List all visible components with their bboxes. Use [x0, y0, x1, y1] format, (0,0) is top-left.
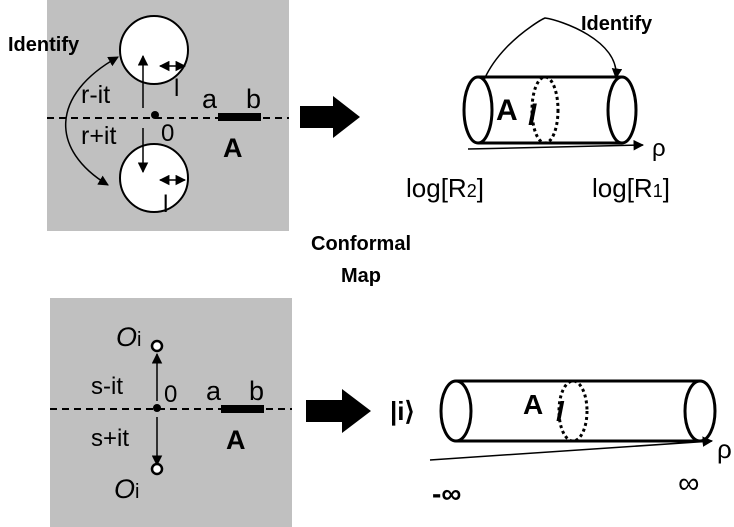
bottom-cylinder-l-label: l [556, 396, 565, 427]
bottom-A-label: A [226, 425, 246, 455]
bottom-b-label: b [249, 376, 264, 406]
top-cylinder-A-label: A [496, 94, 518, 127]
top-big-arrow [300, 96, 360, 138]
top-origin-label: 0 [161, 120, 174, 147]
top-a-label: a [202, 84, 218, 114]
bottom-origin-label: 0 [164, 381, 177, 408]
bottom-cylinder-left-cap [439, 379, 473, 443]
bottom-cylinder: |i⟩ A l ρ -∞ ∞ [390, 379, 732, 509]
top-rho-label: ρ [652, 135, 666, 162]
bottom-cylinder-cut [557, 379, 589, 443]
top-cylinder-left-cap [462, 75, 494, 145]
bottom-minus-infinity-label: -∞ [432, 478, 461, 509]
top-upper-point-label: r-it [81, 81, 110, 109]
top-log-R1-label: log[R1] [592, 173, 670, 203]
top-cylinder-l-label: l [528, 99, 537, 132]
bottom-ket-label: |i⟩ [390, 396, 415, 426]
top-origin-dot [151, 111, 159, 119]
top-b-label: b [246, 84, 261, 114]
top-cylinder-cut [530, 75, 560, 145]
top-cylinder-right-cap [606, 75, 638, 145]
top-log-R2-label: log[R2] [406, 173, 484, 203]
conformal-map-caption-line2: Map [341, 265, 381, 287]
top-lower-point-label: r+it [81, 122, 116, 150]
top-lower-circle [119, 143, 189, 213]
top-identify-label: Identify [8, 34, 80, 56]
top-upper-l-label: l [174, 75, 179, 102]
conformal-map-caption-line1: Conformal [311, 233, 411, 255]
bottom-rho-label: ρ [717, 434, 732, 464]
top-rho-axis [467, 139, 645, 151]
bottom-interval-bar [221, 405, 264, 413]
top-identify-arrow [64, 56, 119, 186]
bottom-plane-panel: Oi Oi s-it s+it 0 a b A [50, 298, 292, 527]
top-interval-bar [218, 113, 261, 121]
bottom-cylinder-A-label: A [523, 389, 543, 420]
top-cylinder-identify-arrow [471, 17, 623, 122]
bottom-lower-operator-point [150, 462, 164, 476]
top-plane-panel: Identify r-it r+it 0 l l a b A [8, 0, 289, 231]
bottom-a-label: a [206, 376, 222, 406]
top-cylinder: Identify A l ρ log[R2] log[R1] [406, 13, 670, 203]
bottom-origin-dot [153, 404, 161, 412]
bottom-rho-axis [429, 436, 714, 461]
top-A-label: A [223, 133, 243, 163]
top-upper-circle [119, 15, 189, 85]
bottom-upper-point-label: s-it [91, 373, 123, 400]
bottom-plus-infinity-label: ∞ [678, 467, 699, 500]
bottom-upper-operator-label: Oi [116, 322, 141, 352]
bottom-upper-operator-point [150, 339, 164, 353]
top-cylinder-identify-label: Identify [581, 13, 653, 35]
bottom-lower-point-label: s+it [91, 425, 129, 452]
bottom-cylinder-right-cap [683, 379, 717, 443]
bottom-lower-operator-label: Oi [114, 474, 139, 504]
bottom-big-arrow [306, 389, 371, 433]
top-lower-l-label: l [163, 191, 168, 218]
